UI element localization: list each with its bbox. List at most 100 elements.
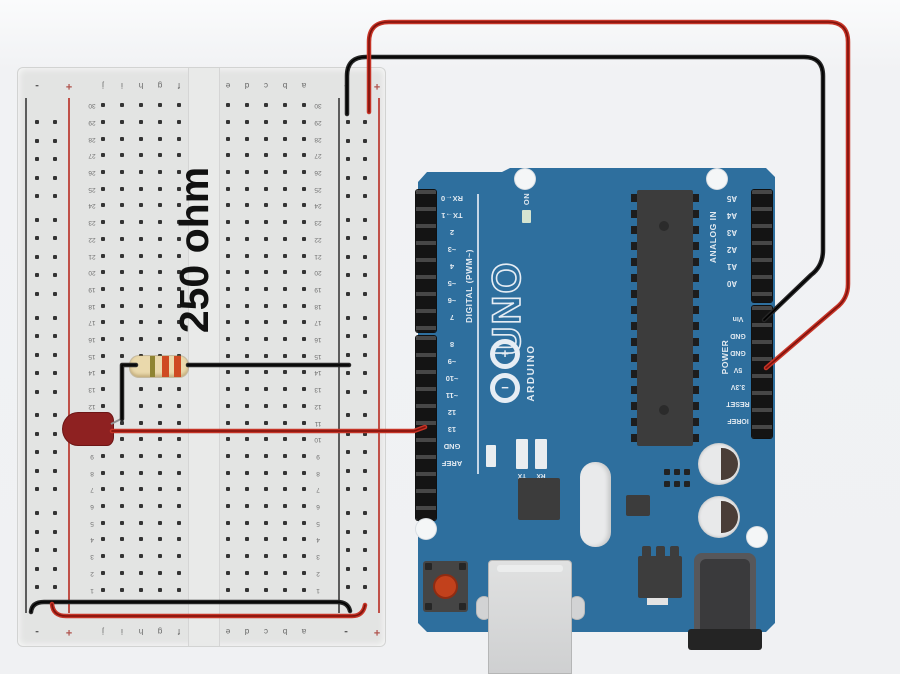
rail-hole[interactable] — [35, 315, 39, 320]
breadboard-hole[interactable] — [245, 587, 249, 592]
breadboard-hole[interactable] — [245, 203, 249, 208]
breadboard-hole[interactable] — [139, 303, 143, 308]
breadboard-hole[interactable] — [245, 119, 249, 124]
rail-hole[interactable] — [363, 431, 367, 436]
breadboard-hole[interactable] — [120, 570, 124, 575]
breadboard-hole[interactable] — [139, 286, 143, 291]
breadboard-hole[interactable] — [101, 554, 105, 559]
breadboard-hole[interactable] — [158, 186, 162, 191]
breadboard-hole[interactable] — [101, 370, 105, 375]
resistor-250ohm[interactable] — [130, 356, 188, 377]
breadboard-hole[interactable] — [139, 570, 143, 575]
breadboard-hole[interactable] — [120, 504, 124, 508]
breadboard-hole[interactable] — [264, 103, 268, 108]
breadboard-hole[interactable] — [101, 353, 105, 358]
breadboard-hole[interactable] — [177, 537, 181, 542]
breadboard-hole[interactable] — [283, 453, 287, 458]
breadboard-hole[interactable] — [302, 520, 306, 525]
breadboard-hole[interactable] — [283, 186, 287, 191]
rail-hole[interactable] — [53, 413, 57, 418]
breadboard-hole[interactable] — [302, 537, 306, 542]
rail-hole[interactable] — [346, 450, 350, 455]
breadboard-hole[interactable] — [120, 554, 124, 559]
breadboard-hole[interactable] — [283, 286, 287, 291]
breadboard-hole[interactable] — [120, 153, 124, 158]
reset-button[interactable] — [423, 561, 468, 612]
breadboard-hole[interactable] — [226, 253, 230, 258]
breadboard-hole[interactable] — [264, 136, 268, 141]
breadboard-hole[interactable] — [283, 420, 287, 425]
breadboard-hole[interactable] — [226, 303, 230, 308]
breadboard-hole[interactable] — [120, 320, 124, 325]
breadboard-hole[interactable] — [302, 353, 306, 358]
breadboard-hole[interactable] — [120, 587, 124, 592]
breadboard-hole[interactable] — [245, 270, 249, 275]
breadboard-hole[interactable] — [245, 420, 249, 425]
breadboard-hole[interactable] — [264, 253, 268, 258]
rail-hole[interactable] — [346, 157, 350, 162]
rail-hole[interactable] — [363, 585, 367, 590]
breadboard-hole[interactable] — [120, 387, 124, 392]
breadboard-hole[interactable] — [139, 587, 143, 592]
breadboard-hole[interactable] — [158, 453, 162, 458]
breadboard-hole[interactable] — [245, 236, 249, 241]
rail-hole[interactable] — [346, 175, 350, 180]
rail-hole[interactable] — [35, 371, 39, 376]
breadboard-hole[interactable] — [264, 470, 268, 475]
breadboard-hole[interactable] — [245, 136, 249, 141]
breadboard-hole[interactable] — [139, 236, 143, 241]
rail-hole[interactable] — [363, 236, 367, 241]
breadboard-hole[interactable] — [302, 253, 306, 258]
breadboard-hole[interactable] — [302, 470, 306, 475]
breadboard-hole[interactable] — [302, 286, 306, 291]
breadboard-hole[interactable] — [226, 420, 230, 425]
breadboard-hole[interactable] — [283, 437, 287, 442]
breadboard-hole[interactable] — [139, 103, 143, 108]
breadboard-hole[interactable] — [139, 403, 143, 408]
rail-hole[interactable] — [363, 413, 367, 418]
rail-hole[interactable] — [53, 529, 57, 534]
breadboard-hole[interactable] — [158, 270, 162, 275]
breadboard-hole[interactable] — [302, 303, 306, 308]
breadboard-hole[interactable] — [245, 504, 249, 508]
rail-hole[interactable] — [35, 175, 39, 180]
rail-hole[interactable] — [346, 487, 350, 492]
breadboard-hole[interactable] — [139, 186, 143, 191]
breadboard-hole[interactable] — [226, 537, 230, 542]
breadboard-hole[interactable] — [158, 286, 162, 291]
breadboard-hole[interactable] — [139, 420, 143, 425]
breadboard-hole[interactable] — [245, 537, 249, 542]
breadboard-hole[interactable] — [226, 370, 230, 375]
breadboard-hole[interactable] — [177, 220, 181, 225]
breadboard-hole[interactable] — [302, 437, 306, 442]
breadboard-hole[interactable] — [283, 236, 287, 241]
breadboard-hole[interactable] — [283, 554, 287, 559]
rail-hole[interactable] — [53, 450, 57, 455]
breadboard-hole[interactable] — [120, 437, 124, 442]
breadboard-hole[interactable] — [139, 136, 143, 141]
breadboard-hole[interactable] — [245, 353, 249, 358]
breadboard-hole[interactable] — [101, 487, 105, 492]
breadboard-hole[interactable] — [120, 270, 124, 275]
breadboard-hole[interactable] — [264, 236, 268, 241]
rail-hole[interactable] — [35, 236, 39, 241]
breadboard-hole[interactable] — [264, 554, 268, 559]
breadboard-hole[interactable] — [245, 286, 249, 291]
rail-hole[interactable] — [346, 120, 350, 124]
breadboard-hole[interactable] — [264, 286, 268, 291]
rail-hole[interactable] — [53, 468, 57, 473]
breadboard-hole[interactable] — [302, 504, 306, 508]
breadboard-hole[interactable] — [177, 286, 181, 291]
breadboard-hole[interactable] — [139, 387, 143, 392]
breadboard-hole[interactable] — [139, 220, 143, 225]
rail-hole[interactable] — [346, 273, 350, 278]
breadboard-hole[interactable] — [302, 587, 306, 592]
breadboard-hole[interactable] — [302, 370, 306, 375]
breadboard-hole[interactable] — [177, 420, 181, 425]
breadboard-hole[interactable] — [245, 103, 249, 108]
breadboard-hole[interactable] — [226, 387, 230, 392]
red-led[interactable] — [62, 412, 114, 446]
rail-hole[interactable] — [363, 254, 367, 259]
breadboard-hole[interactable] — [302, 387, 306, 392]
rail-hole[interactable] — [346, 352, 350, 357]
